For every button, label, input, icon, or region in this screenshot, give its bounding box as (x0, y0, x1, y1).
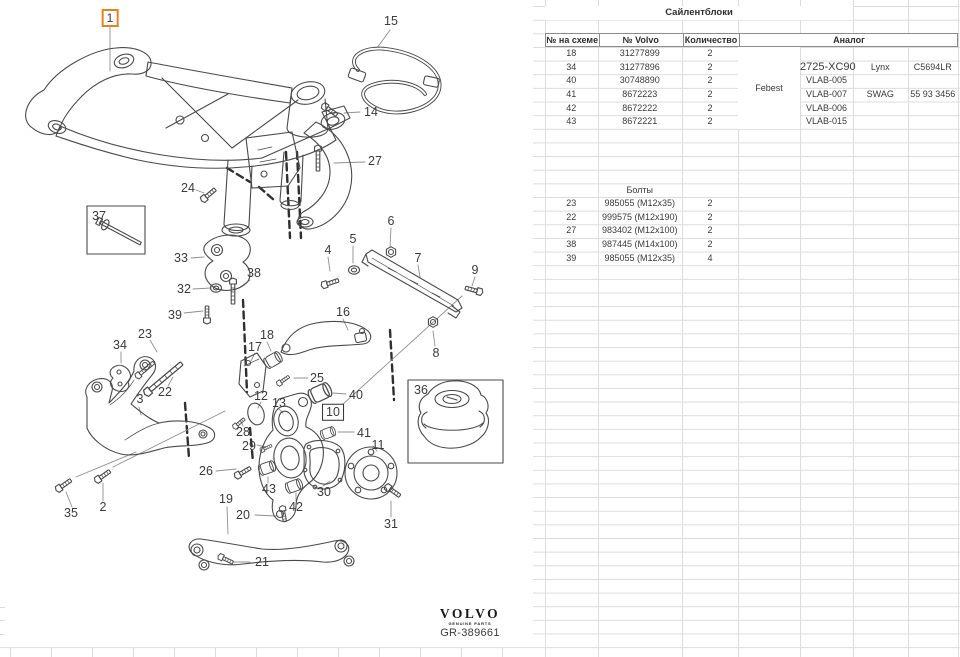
cell-qty[interactable]: 2 (707, 61, 713, 72)
cell-num[interactable]: 41 (566, 88, 577, 99)
cell-qty[interactable]: 2 (707, 239, 713, 250)
cell-volvo[interactable]: 983402 (М12х100) (601, 225, 678, 236)
gridline (174, 647, 175, 657)
volvo-logo: VOLVO GENUINE PARTS GR-389661 (425, 606, 515, 639)
gridline (958, 0, 959, 657)
cell-num[interactable]: 23 (566, 198, 577, 209)
cell-num[interactable]: 34 (566, 61, 577, 72)
rail-art (361, 249, 463, 319)
gridline (597, 0, 599, 657)
cell-num[interactable]: 39 (566, 252, 577, 263)
cell-num[interactable]: 43 (566, 116, 577, 127)
gridline (0, 633, 5, 635)
cell-volvo[interactable]: 987445 (М14х100) (601, 239, 678, 250)
volvo-wordmark: VOLVO (439, 606, 501, 621)
brand-cell[interactable]: Febest (738, 46, 800, 129)
cell-a1[interactable]: 2725-XC90 (800, 60, 856, 73)
header-qty: Количество (684, 35, 738, 46)
cable-art (347, 46, 442, 115)
cell-qty[interactable]: 2 (707, 225, 713, 236)
gridline (51, 647, 52, 657)
cell-volvo[interactable]: 999575 (М12х190) (601, 211, 678, 222)
gridline (256, 647, 257, 657)
gridline (133, 647, 134, 657)
gridline (502, 647, 503, 657)
gridline (92, 647, 93, 657)
cell-volvo[interactable]: 8672223 (622, 88, 658, 99)
gridline (420, 647, 421, 657)
cell-volvo[interactable]: 8672221 (622, 116, 658, 127)
silentblocks-title[interactable]: Сайлентблоки (545, 6, 853, 20)
gridline (0, 606, 5, 608)
cell-a1[interactable]: VLAB-005 (805, 75, 848, 86)
rivet-art (95, 216, 142, 246)
gridline (853, 0, 854, 657)
cell-qty[interactable]: 2 (707, 211, 713, 222)
cell-a3[interactable]: C5694LR (913, 61, 952, 72)
gridline (10, 647, 11, 657)
cell-volvo[interactable]: 985055 (М12х35) (604, 252, 676, 263)
cell-num[interactable]: 42 (566, 102, 577, 113)
cell-qty[interactable]: 2 (707, 102, 713, 113)
gridline (545, 0, 546, 657)
cell-a1[interactable]: VLAB-007 (805, 88, 848, 99)
cell-num[interactable]: 22 (566, 211, 577, 222)
gridline (215, 647, 216, 657)
gridline (338, 647, 339, 657)
cell-volvo[interactable]: 985055 (М12х35) (604, 198, 676, 209)
cell-a2[interactable]: SWAG (866, 88, 894, 99)
gridline (297, 647, 298, 657)
parts-diagram (25, 26, 504, 571)
genuine-parts-text: GENUINE PARTS (448, 621, 492, 626)
cell-a1[interactable]: VLAB-006 (805, 102, 848, 113)
parts-diagram-panel (0, 0, 533, 647)
header-analog: Аналог (833, 35, 865, 46)
gridline (0, 620, 5, 622)
bolts-title[interactable]: Болты (626, 185, 654, 196)
dome-bushing-art (417, 380, 490, 449)
cell-qty[interactable]: 2 (707, 116, 713, 127)
cell-qty[interactable]: 2 (707, 75, 713, 86)
cell-volvo[interactable]: 30748890 (619, 75, 660, 86)
cell-num[interactable]: 38 (566, 239, 577, 250)
gridline (907, 0, 909, 657)
cell-volvo[interactable]: 31277899 (619, 47, 660, 58)
silentblocks-header-row[interactable]: № на схеме № Volvo Количество Аналог (545, 33, 958, 47)
cell-a2[interactable]: Lynx (870, 61, 890, 72)
gridline (738, 0, 739, 657)
box-36 (407, 379, 504, 464)
gridline (682, 0, 683, 657)
cell-qty[interactable]: 4 (707, 252, 713, 263)
gridline (800, 0, 801, 657)
cell-qty[interactable]: 2 (707, 88, 713, 99)
header-volvo: № Volvo (622, 35, 659, 46)
cell-qty[interactable]: 2 (707, 198, 713, 209)
header-scheme: № на схеме (546, 35, 599, 46)
cell-volvo[interactable]: 31277896 (619, 61, 660, 72)
cell-a3[interactable]: 55 93 3456 (910, 88, 956, 99)
box-37 (86, 205, 146, 255)
gridline (461, 647, 462, 657)
drawing-code: GR-389661 (440, 627, 500, 639)
cell-qty[interactable]: 2 (707, 47, 713, 58)
hub-art (344, 446, 398, 500)
gridline (379, 647, 380, 657)
cell-num[interactable]: 18 (566, 47, 577, 58)
cell-num[interactable]: 40 (566, 75, 577, 86)
cell-num[interactable]: 27 (566, 225, 577, 236)
subframe-art (25, 47, 353, 237)
cell-a1[interactable]: VLAB-015 (805, 116, 848, 127)
cell-volvo[interactable]: 8672222 (622, 102, 658, 113)
